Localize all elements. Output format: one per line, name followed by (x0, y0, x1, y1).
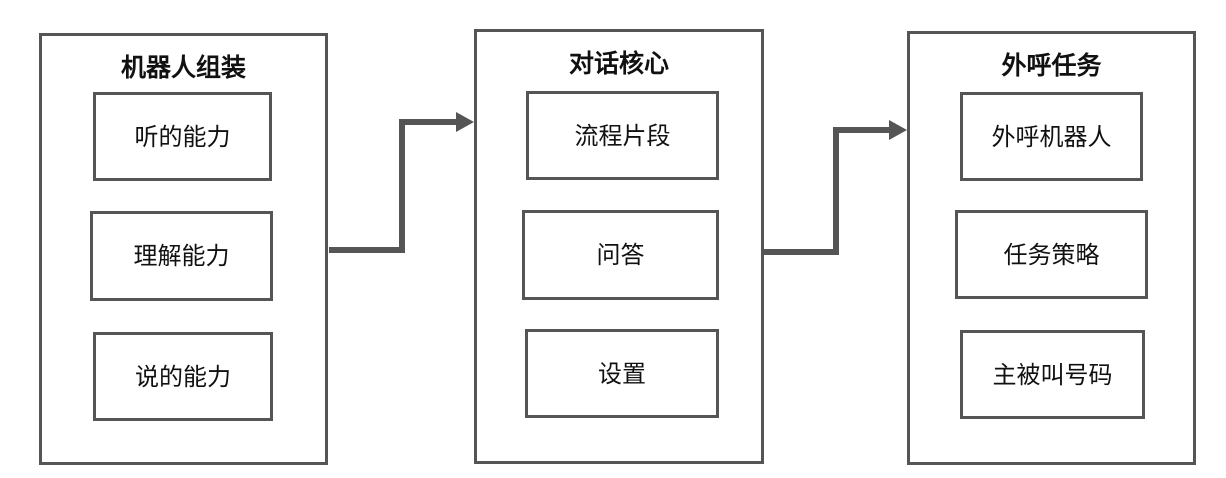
panel-title: 外呼任务 (1001, 51, 1102, 80)
panel-dialogue-core: 对话核心 流程片段 问答 设置 (474, 29, 764, 464)
box-label: 主被叫号码 (992, 360, 1113, 389)
connector-arrow (764, 127, 891, 255)
box-settings: 设置 (525, 329, 719, 418)
arrowhead-icon (456, 112, 474, 132)
box-outbound-robot: 外呼机器人 (960, 92, 1143, 181)
arrowhead-icon (889, 120, 907, 140)
box-label: 问答 (596, 241, 645, 269)
box-listening-ability: 听的能力 (93, 92, 272, 181)
box-label: 外呼机器人 (991, 122, 1112, 151)
connector-arrow (329, 119, 458, 253)
box-label: 流程片段 (574, 121, 671, 150)
box-understanding-ability: 理解能力 (90, 211, 273, 301)
box-label: 理解能力 (133, 242, 230, 270)
box-label: 听的能力 (134, 122, 231, 151)
box-label: 设置 (598, 359, 646, 388)
panel-title: 对话核心 (568, 49, 669, 78)
panel-robot-assembly: 机器人组装 听的能力 理解能力 说的能力 (39, 33, 328, 465)
box-task-strategy: 任务策略 (955, 210, 1148, 299)
box-label: 说的能力 (135, 362, 231, 391)
panel-outbound-task: 外呼任务 外呼机器人 任务策略 主被叫号码 (907, 31, 1196, 465)
panel-title: 机器人组装 (120, 53, 246, 82)
box-speaking-ability: 说的能力 (93, 332, 273, 421)
box-label: 任务策略 (1003, 240, 1100, 269)
box-qa: 问答 (522, 210, 719, 300)
box-caller-callee-number: 主被叫号码 (960, 330, 1145, 419)
box-flow-segment: 流程片段 (526, 91, 719, 180)
